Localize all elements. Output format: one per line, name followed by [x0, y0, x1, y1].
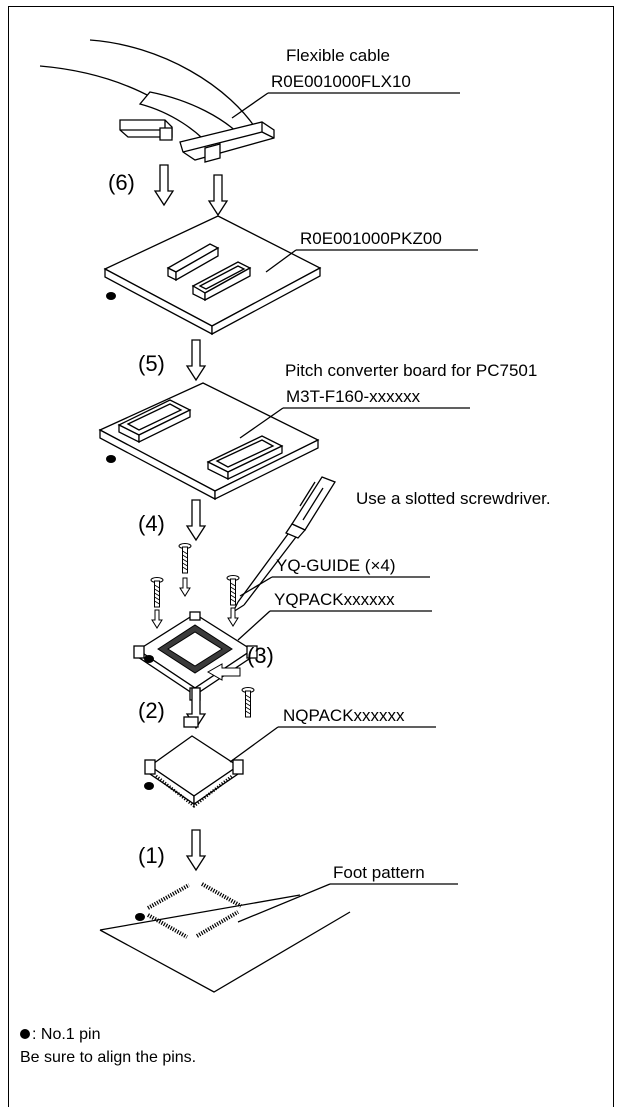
align-note: Be sure to align the pins.	[20, 1049, 196, 1066]
step-3-screw	[241, 687, 255, 718]
slotted-screwdriver	[231, 476, 336, 614]
svg-text:Pitch converter board for PC75: Pitch converter board for PC7501	[285, 361, 537, 380]
yqpack-label: YQPACKxxxxxx	[237, 590, 432, 641]
step-3-arrow	[206, 663, 241, 681]
svg-text:Flexible cable: Flexible cable	[286, 46, 390, 65]
screwdriver-note: Use a slotted screwdriver.	[356, 489, 551, 508]
step-6-arrow-left	[154, 164, 174, 206]
svg-text:R0E001000PKZ00: R0E001000PKZ00	[300, 229, 442, 248]
step-6-arrow-right	[208, 174, 228, 216]
pin1-dot-nqpack	[144, 782, 154, 790]
pin1-legend-dot	[20, 1029, 30, 1039]
yq-guide-label: YQ-GUIDE (×4)	[239, 556, 430, 597]
pin1-legend-text: : No.1 pin	[32, 1026, 100, 1043]
svg-text:YQ-GUIDE (×4): YQ-GUIDE (×4)	[276, 556, 396, 575]
foot-pattern-label: Foot pattern	[237, 863, 458, 923]
svg-text:Foot pattern: Foot pattern	[333, 863, 425, 882]
step-6-label: (6)	[108, 170, 135, 195]
svg-text:YQPACKxxxxxx: YQPACKxxxxxx	[274, 590, 395, 609]
step-3-label: (3)	[247, 643, 274, 668]
pin1-dot-pitch	[106, 455, 116, 463]
step-5-arrow	[186, 339, 206, 381]
svg-text:R0E001000FLX10: R0E001000FLX10	[271, 72, 411, 91]
pitch-label: Pitch converter board for PC7501 M3T-F16…	[239, 361, 537, 439]
flexible-cable	[39, 39, 275, 163]
svg-text:NQPACKxxxxxx: NQPACKxxxxxx	[283, 706, 405, 725]
step-1-arrow	[186, 829, 206, 871]
svg-text:M3T-F160-xxxxxx: M3T-F160-xxxxxx	[286, 387, 421, 406]
nqpack-label: NQPACKxxxxxx	[229, 706, 436, 763]
figure-frame	[8, 6, 614, 1107]
pin1-dot-pkz	[106, 292, 116, 300]
foot-pattern-board	[99, 882, 351, 993]
pkz00-board	[103, 215, 322, 336]
legend: : No.1 pin Be sure to align the pins.	[20, 1026, 196, 1066]
pin1-dot-yqpack	[144, 655, 154, 663]
step-2-label: (2)	[138, 698, 165, 723]
pitch-converter-board	[98, 382, 320, 501]
nqpack	[144, 716, 244, 808]
cable-label: Flexible cable R0E001000FLX10	[231, 46, 460, 119]
pin1-dot-foot	[135, 913, 145, 921]
step-4-arrow	[186, 499, 206, 541]
pkz-label: R0E001000PKZ00	[265, 229, 478, 273]
step-5-label: (5)	[138, 351, 165, 376]
step-4-label: (4)	[138, 511, 165, 536]
step-1-label: (1)	[138, 843, 165, 868]
yqpack	[133, 611, 258, 701]
